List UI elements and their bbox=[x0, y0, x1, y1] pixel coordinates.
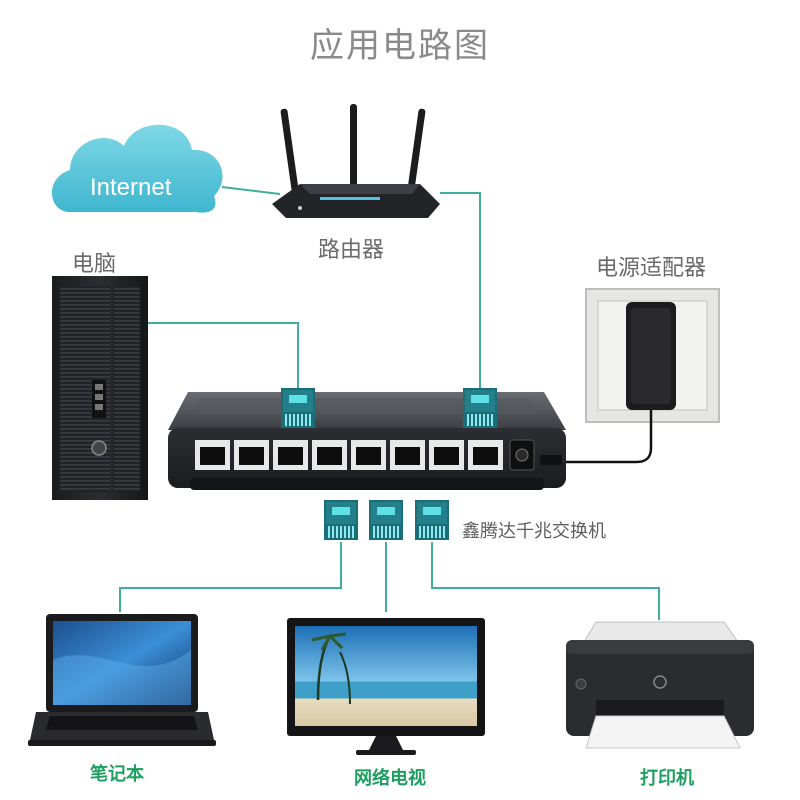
rj45-connector-icon bbox=[369, 500, 403, 540]
router-icon bbox=[272, 104, 440, 218]
switch-icon bbox=[168, 392, 566, 490]
page-title: 应用电路图 bbox=[310, 26, 490, 66]
computer-tower-icon bbox=[52, 276, 148, 500]
rj45-connector-icon bbox=[324, 500, 358, 540]
rj45-connector-icon bbox=[415, 500, 449, 540]
tv-label: 网络电视 bbox=[354, 768, 426, 789]
rj45-connector-icon bbox=[281, 388, 315, 428]
rj45-connector-icon bbox=[463, 388, 497, 428]
laptop-label: 笔记本 bbox=[90, 764, 144, 785]
line-router-switch bbox=[440, 192, 481, 390]
connection-lines bbox=[119, 186, 660, 620]
internet-label: Internet bbox=[90, 174, 172, 201]
switch-label: 鑫腾达千兆交换机 bbox=[462, 521, 606, 542]
power-adapter-icon bbox=[560, 288, 720, 464]
laptop-icon bbox=[28, 614, 216, 746]
switch-ports bbox=[195, 440, 503, 470]
line-switch-printer bbox=[431, 542, 660, 620]
power-adapter-label: 电源适配器 bbox=[596, 256, 707, 281]
line-computer-switch bbox=[148, 322, 299, 390]
tv-icon bbox=[287, 618, 485, 755]
internet-cloud-icon bbox=[51, 124, 223, 213]
line-internet-router bbox=[221, 186, 281, 195]
printer-icon bbox=[566, 621, 754, 749]
line-switch-laptop bbox=[119, 542, 342, 612]
router-label: 路由器 bbox=[318, 238, 385, 263]
computer-label: 电脑 bbox=[72, 252, 117, 277]
printer-label: 打印机 bbox=[640, 768, 694, 789]
